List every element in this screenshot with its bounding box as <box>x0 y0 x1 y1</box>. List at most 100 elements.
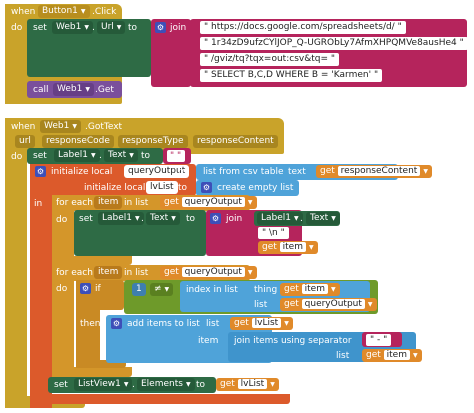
for-each-label: for each <box>56 198 93 208</box>
chevron-down-icon: ▼ <box>185 381 191 388</box>
param-responsecode[interactable]: responseCode <box>42 135 114 148</box>
when-label: when <box>11 7 36 17</box>
compare-operator-dropdown[interactable]: ≠▼ <box>150 283 174 296</box>
param-responsecontent[interactable]: responseContent <box>193 135 278 148</box>
property-dropdown-text[interactable]: Text▼ <box>104 149 138 162</box>
get-method-label: .Get <box>95 85 114 95</box>
text-literal-separator[interactable]: " - " <box>366 334 392 346</box>
to-label: to <box>178 167 188 177</box>
chevron-down-icon: ▼ <box>164 286 170 293</box>
add-items-to-list-label: add items to list <box>127 319 200 329</box>
component-dropdown-web1-call[interactable]: Web1▼ <box>53 83 94 96</box>
local-var-name-queryoutput[interactable]: queryOutput <box>124 165 190 178</box>
text-literal-url-part1[interactable]: " https://docs.google.com/spreadsheets/d… <box>200 21 406 34</box>
get-queryoutput-block[interactable]: get queryOutput▼ <box>280 298 377 311</box>
list-socket-label: list <box>254 300 268 310</box>
get-item-block[interactable]: get item▼ <box>362 349 422 362</box>
property-dropdown-elements[interactable]: Elements▼ <box>137 378 195 391</box>
chevron-down-icon: ▼ <box>129 152 134 159</box>
get-queryoutput-block[interactable]: get queryOutput▼ <box>160 196 257 209</box>
index-in-list-label: index in list <box>186 285 238 295</box>
component-dropdown-label1-getter[interactable]: Label1▼ <box>257 212 303 225</box>
param-responsetype[interactable]: responseType <box>118 135 188 148</box>
to-label: to <box>196 380 206 390</box>
component-dropdown-label1[interactable]: Label1▼ <box>98 212 144 225</box>
property-dropdown-text[interactable]: Text▼ <box>146 212 180 225</box>
chevron-down-icon: ▼ <box>247 269 253 276</box>
loop-var-item[interactable]: item <box>94 266 123 279</box>
text-literal-url-part2[interactable]: " 1r34zD9ufzCYlJOP_Q-UGRObLy7AfmXHPQMVe8… <box>200 37 468 50</box>
chevron-down-icon: ▼ <box>171 215 176 222</box>
get-lvlist-block[interactable]: get lvList▼ <box>216 378 279 391</box>
then-label: then <box>80 319 101 329</box>
get-responsecontent-block[interactable]: get responseContent▼ <box>316 165 432 178</box>
loop-var-item[interactable]: item <box>94 196 123 209</box>
chevron-down-icon: ▼ <box>270 381 275 388</box>
chevron-down-icon: ▼ <box>84 24 89 31</box>
set-label: set <box>33 23 47 33</box>
item-socket-label: item <box>198 336 219 346</box>
property-dropdown-url[interactable]: Url▼ <box>97 21 126 34</box>
when-label: when <box>11 122 36 132</box>
in-label: in <box>34 199 43 209</box>
chevron-down-icon: ▼ <box>72 123 77 130</box>
chevron-down-icon: ▼ <box>116 24 122 31</box>
chevron-down-icon: ▼ <box>135 215 140 222</box>
text-socket-label: text <box>288 167 306 177</box>
chevron-down-icon: ▼ <box>413 352 418 359</box>
chevron-down-icon: ▼ <box>85 86 90 93</box>
gear-icon[interactable]: ⚙ <box>155 22 166 33</box>
list-from-csv-table-label: list from csv table <box>203 167 284 177</box>
list-socket-label: list <box>206 319 220 329</box>
join-label: join <box>170 23 187 33</box>
for-each-label: for each <box>56 268 93 278</box>
chevron-down-icon: ▼ <box>247 199 253 206</box>
to-label: to <box>178 183 188 193</box>
initialize-local-label: initialize local <box>84 183 146 193</box>
gear-icon[interactable]: ⚙ <box>111 318 122 329</box>
chevron-down-icon: ▼ <box>80 8 86 15</box>
chevron-down-icon: ▼ <box>123 381 129 388</box>
get-lvlist-block[interactable]: get lvList▼ <box>230 317 293 330</box>
do-label: do <box>11 23 23 33</box>
component-dropdown-button1[interactable]: Button1▼ <box>38 5 90 18</box>
create-empty-list-block[interactable] <box>196 180 299 196</box>
gear-icon[interactable]: ⚙ <box>35 166 46 177</box>
do-label: do <box>56 284 68 294</box>
gear-icon[interactable]: ⚙ <box>210 213 221 224</box>
component-dropdown-web1[interactable]: Web1▼ <box>52 21 93 34</box>
number-literal-1[interactable]: 1 <box>132 283 146 296</box>
local-var-name-lvlist[interactable]: lvList <box>146 181 178 194</box>
get-item-block[interactable]: get item▼ <box>280 283 340 296</box>
to-label: to <box>141 151 151 161</box>
join-items-using-separator-label: join items using separator <box>234 336 352 346</box>
chevron-down-icon: ▼ <box>284 320 289 327</box>
set-label: set <box>79 214 93 224</box>
chevron-down-icon: ▼ <box>309 244 314 251</box>
list-socket-label: list <box>336 351 350 361</box>
to-label: to <box>128 23 138 33</box>
param-url[interactable]: url <box>15 135 35 148</box>
call-label: call <box>33 85 49 95</box>
text-literal-query[interactable]: " SELECT B,C,D WHERE B = 'Karmen' " <box>200 69 383 82</box>
empty-text-slot[interactable]: " " <box>167 150 185 162</box>
get-item-block[interactable]: get item▼ <box>258 241 318 254</box>
gear-icon[interactable]: ⚙ <box>201 182 212 193</box>
join-label: join <box>226 214 243 224</box>
property-dropdown-text-getter[interactable]: Text▼ <box>306 212 340 225</box>
event-name: .GotText <box>85 122 123 132</box>
component-dropdown-listview1[interactable]: ListView1▼ <box>74 378 133 391</box>
text-literal-newline[interactable]: " \n " <box>258 227 289 239</box>
do-label: do <box>11 152 23 162</box>
chevron-down-icon: ▼ <box>294 215 299 222</box>
get-queryoutput-block[interactable]: get queryOutput▼ <box>160 266 257 279</box>
thing-socket-label: thing <box>254 285 278 295</box>
gear-icon[interactable]: ⚙ <box>80 283 91 294</box>
text-literal-url-part3[interactable]: " /gviz/tq?tqx=out:csv&tq= " <box>200 53 340 66</box>
component-dropdown-label1[interactable]: Label1▼ <box>54 149 100 162</box>
chevron-down-icon: ▼ <box>331 286 336 293</box>
component-dropdown-web1[interactable]: Web1▼ <box>40 120 81 133</box>
event-name: .Click <box>92 7 117 17</box>
chevron-down-icon: ▼ <box>423 168 428 175</box>
chevron-down-icon: ▼ <box>367 301 373 308</box>
